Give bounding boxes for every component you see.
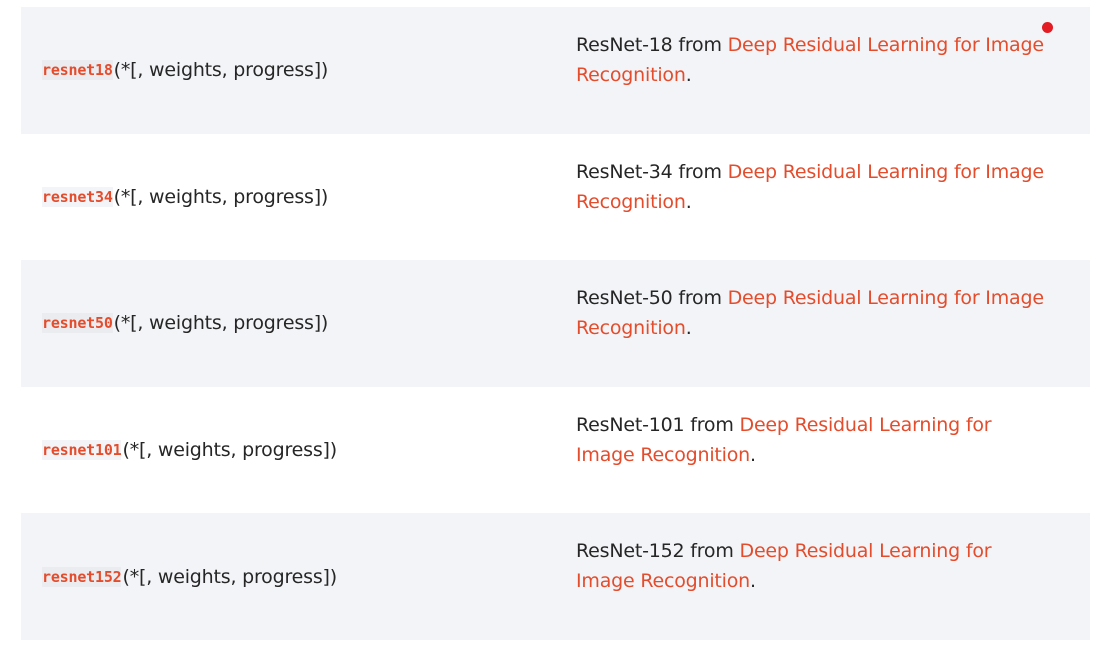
description-suffix: . — [750, 570, 756, 593]
function-description: ResNet-34 from Deep Residual Learning fo… — [576, 157, 1046, 217]
description-suffix: . — [685, 190, 692, 213]
function-name-link[interactable]: resnet101 — [42, 440, 122, 461]
function-name-link[interactable]: resnet50 — [42, 313, 113, 334]
table-row: resnet18(*[, weights, progress]) ResNet-… — [21, 7, 1090, 134]
description-prefix: ResNet-152 from — [576, 540, 740, 563]
function-description: ResNet-50 from Deep Residual Learning fo… — [576, 283, 1046, 343]
function-signature: resnet50(*[, weights, progress]) — [42, 260, 328, 387]
function-name-link[interactable]: resnet18 — [42, 60, 113, 81]
paper-link[interactable]: Deep Residual Learning for Image Recogni… — [576, 34, 1044, 86]
paper-link[interactable]: Deep Residual Learning for Image Recogni… — [576, 287, 1044, 340]
function-args: (*[, weights, progress]) — [113, 312, 329, 335]
function-args: (*[, weights, progress]) — [113, 185, 329, 208]
function-signature: resnet101(*[, weights, progress]) — [42, 387, 337, 514]
function-name-link[interactable]: resnet34 — [42, 186, 113, 207]
function-args: (*[, weights, progress]) — [122, 439, 337, 462]
description-prefix: ResNet-50 from — [576, 287, 728, 310]
function-signature: resnet34(*[, weights, progress]) — [42, 134, 328, 261]
description-prefix: ResNet-101 from — [576, 413, 740, 436]
description-prefix: ResNet-18 from — [576, 34, 728, 56]
function-args: (*[, weights, progress]) — [113, 59, 329, 82]
function-description: ResNet-101 from Deep Residual Learning f… — [576, 410, 1046, 470]
function-description: ResNet-18 from Deep Residual Learning fo… — [576, 30, 1046, 90]
function-signature: resnet152(*[, weights, progress]) — [42, 513, 337, 640]
function-args: (*[, weights, progress]) — [122, 565, 337, 588]
paper-link[interactable]: Deep Residual Learning for Image Recogni… — [576, 540, 992, 593]
table-row: resnet50(*[, weights, progress]) ResNet-… — [21, 260, 1090, 387]
description-prefix: ResNet-34 from — [576, 160, 728, 183]
description-suffix: . — [750, 443, 756, 466]
red-indicator-dot — [1042, 22, 1053, 33]
paper-link[interactable]: Deep Residual Learning for Image Recogni… — [576, 160, 1044, 213]
function-signature: resnet18(*[, weights, progress]) — [42, 7, 328, 134]
function-description: ResNet-152 from Deep Residual Learning f… — [576, 536, 1046, 596]
models-table: resnet18(*[, weights, progress]) ResNet-… — [21, 7, 1090, 640]
function-name-link[interactable]: resnet152 — [42, 566, 122, 587]
table-row: resnet101(*[, weights, progress]) ResNet… — [21, 387, 1090, 514]
table-row: resnet34(*[, weights, progress]) ResNet-… — [21, 134, 1090, 261]
table-row: resnet152(*[, weights, progress]) ResNet… — [21, 513, 1090, 640]
description-suffix: . — [685, 64, 692, 86]
description-suffix: . — [685, 317, 692, 340]
paper-link[interactable]: Deep Residual Learning for Image Recogni… — [576, 413, 992, 466]
